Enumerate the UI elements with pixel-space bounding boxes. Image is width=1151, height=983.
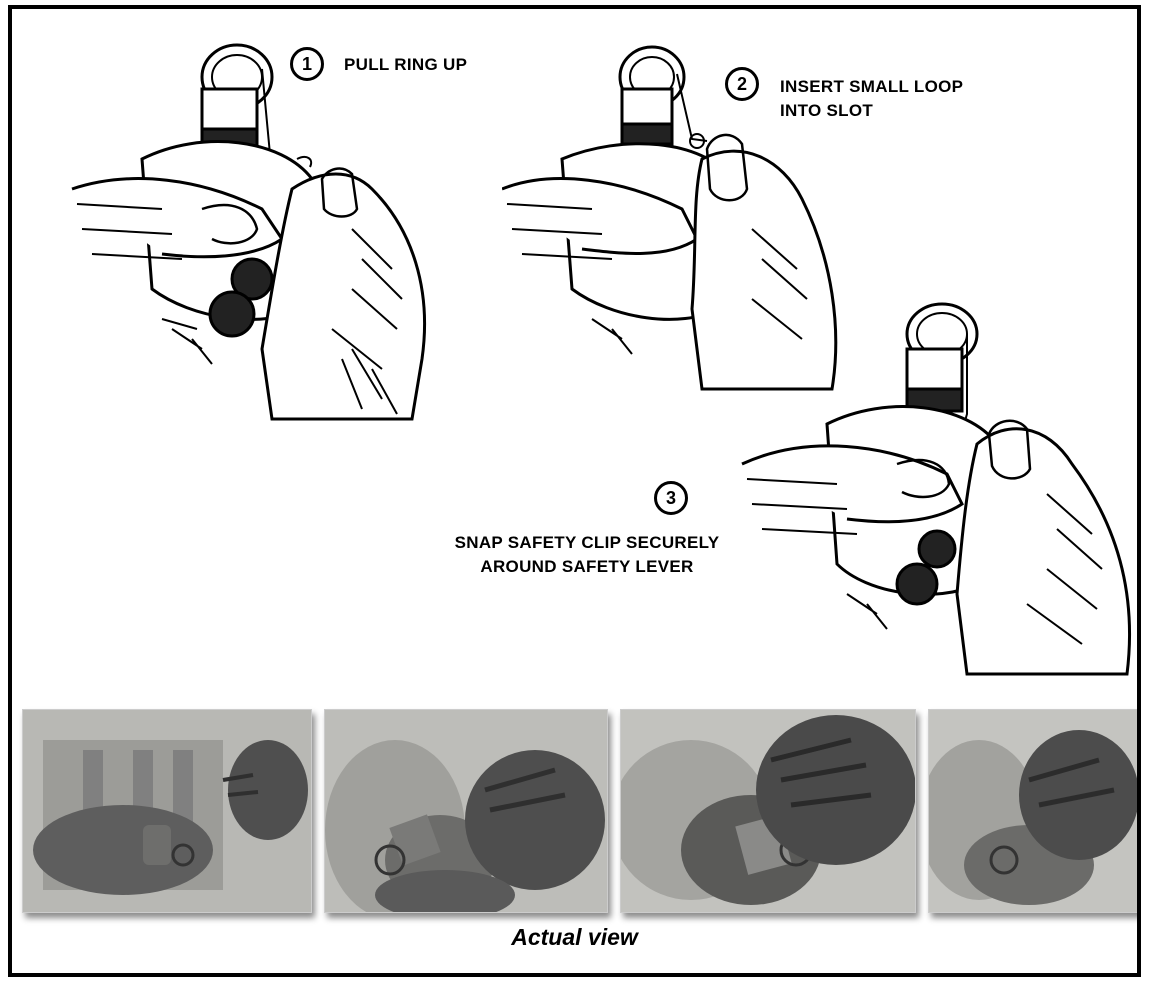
photo-3 [620, 709, 916, 913]
step-3-number: 3 [654, 481, 688, 515]
photo-2 [324, 709, 608, 913]
step-3-label: SNAP SAFETY CLIP SECURELY AROUND SAFETY … [407, 531, 767, 579]
step-2-label: INSERT SMALL LOOP INTO SLOT [780, 75, 963, 123]
step-1-label: PULL RING UP [344, 53, 467, 77]
diagram-frame: 1 PULL RING UP 2 INSERT SMALL LOOP INTO … [8, 5, 1141, 977]
caption: Actual view [12, 924, 1137, 951]
photo-4 [928, 709, 1141, 913]
photo-1 [22, 709, 312, 913]
step-2-number: 2 [725, 67, 759, 101]
step-1-number: 1 [290, 47, 324, 81]
step-3-illustration [727, 294, 1141, 694]
step-1-illustration [52, 29, 472, 429]
